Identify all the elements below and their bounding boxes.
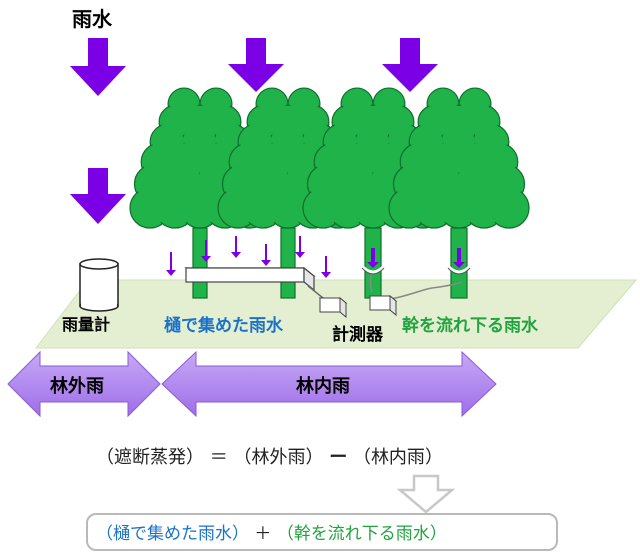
outside-rain-arrow (7, 350, 161, 418)
sum-expression: （樋で集めた雨水） ＋ （幹を流れ下る雨水） (96, 519, 447, 544)
equation-open-paren-2: （ (233, 447, 252, 468)
rain-arrow-right (382, 38, 438, 92)
throughfall-arrow (166, 252, 176, 276)
equation: （遮断蒸発） ＝ （林外雨） ー （林内雨） (96, 443, 443, 469)
rain-arrow-left-top (70, 38, 126, 96)
meters (318, 271, 463, 319)
equation-open-paren: （ (96, 447, 114, 468)
rain-arrows (70, 38, 438, 224)
rain-arrow-center (228, 38, 284, 92)
tree-4-foliage (388, 87, 530, 229)
throughfall-arrow (321, 256, 331, 278)
equation-open-paren-3: （ (352, 447, 371, 468)
sum-stem: 幹を流れ下る雨水 (293, 524, 430, 544)
equation-close-paren-2: ） (305, 447, 324, 468)
sum-gutter: 樋で集めた雨水 (113, 524, 232, 544)
sum-box (86, 513, 558, 551)
tree-1-trunk (192, 227, 208, 299)
throughfall-arrow (295, 236, 305, 258)
equation-equals: ＝ (209, 447, 228, 468)
throughfall-arrow (201, 240, 211, 262)
sum-open-paren-2: （ (276, 524, 294, 544)
equation-close-paren-3: ） (424, 447, 443, 468)
result-down-arrow (396, 474, 456, 514)
sum-open-paren: （ (96, 524, 113, 544)
stem-collar-right (446, 264, 472, 274)
stem-flow-arrow (367, 248, 379, 268)
outside-rain-label: 林外雨 (50, 376, 104, 397)
equation-inside: 林内雨 (370, 447, 425, 468)
stem-collars (360, 264, 472, 275)
inside-rain-arrow (161, 350, 497, 418)
equation-minus: ー (329, 447, 348, 468)
inside-rain-label: 林内雨 (296, 376, 350, 397)
stem-collar-left (360, 264, 386, 274)
rain-gauge-label: 雨量計 (62, 315, 111, 334)
sum-close-paren: ） (232, 524, 249, 544)
meter-box-left (318, 296, 348, 319)
meter-label: 計測器 (332, 325, 383, 345)
rain-gauge-cylinder (79, 258, 119, 312)
equation-close-paren: ） (186, 447, 204, 468)
sum-plus: ＋ (254, 524, 272, 544)
tree-2-trunk (280, 227, 296, 299)
gutter-water-label: 樋で集めた雨水 (164, 316, 283, 336)
trees (129, 87, 530, 299)
meter-box-right (368, 294, 398, 317)
equation-outside: 林外雨 (251, 447, 306, 468)
throughfall-arrows (166, 236, 465, 278)
sum-close-paren-2: ） (429, 524, 447, 544)
stem-flow-label: 幹を流れ下る雨水 (402, 316, 538, 336)
throughfall-arrow (231, 236, 241, 258)
equation-interception: 遮断蒸発 (114, 447, 186, 468)
rain-label: 雨水 (72, 7, 112, 31)
rain-arrow-left-bottom (70, 168, 126, 224)
tree-4 (388, 87, 530, 299)
gutter-trough (184, 266, 327, 301)
throughfall-arrow (261, 244, 271, 266)
stem-flow-arrow (453, 248, 465, 268)
